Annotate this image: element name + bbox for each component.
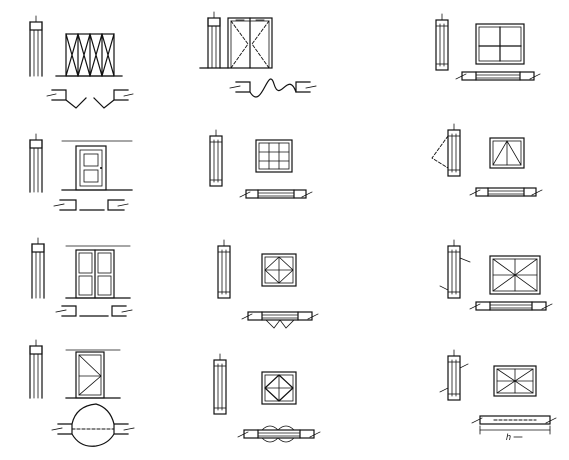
wall-section bbox=[435, 13, 449, 71]
window-elevation bbox=[255, 139, 293, 173]
symbol-double-casement-window bbox=[439, 239, 553, 311]
wall-section bbox=[439, 349, 469, 401]
door-plan bbox=[53, 199, 129, 211]
window-elevation bbox=[493, 365, 537, 397]
symbol-sliding-window bbox=[435, 13, 541, 81]
window-plan bbox=[239, 189, 313, 199]
symbol-high-window: h bbox=[439, 349, 557, 442]
door-elevation bbox=[65, 349, 121, 399]
window-elevation bbox=[261, 253, 297, 287]
symbol-casement-window bbox=[217, 239, 319, 329]
wall-section bbox=[31, 237, 45, 299]
window-elevation bbox=[261, 371, 297, 405]
symbol-revolving-door bbox=[29, 339, 135, 447]
window-plan bbox=[241, 311, 319, 329]
window-elevation bbox=[489, 255, 541, 295]
window-plan bbox=[469, 301, 553, 311]
door-plan bbox=[51, 403, 135, 447]
door-plan bbox=[229, 78, 317, 98]
wall-section bbox=[217, 239, 231, 299]
window-plan: h bbox=[471, 415, 557, 442]
window-elevation bbox=[489, 137, 525, 169]
symbol-fixed-window bbox=[209, 129, 313, 199]
wall-section bbox=[199, 11, 229, 69]
window-plan bbox=[237, 425, 321, 443]
symbol-top-hung-window bbox=[431, 123, 543, 197]
symbol-single-door bbox=[29, 133, 133, 211]
wall-section bbox=[213, 353, 227, 415]
door-elevation bbox=[55, 33, 123, 77]
wall-section bbox=[439, 239, 471, 299]
window-plan bbox=[455, 71, 541, 81]
dimension-label: h bbox=[506, 432, 511, 442]
wall-section bbox=[431, 123, 461, 177]
symbol-folding-door bbox=[29, 15, 134, 109]
wall-section bbox=[29, 339, 43, 399]
wall-section bbox=[29, 133, 43, 193]
wall-section bbox=[29, 15, 43, 77]
symbol-pivot-window bbox=[213, 353, 321, 443]
symbol-double-door bbox=[31, 237, 133, 317]
window-plan bbox=[469, 187, 543, 197]
door-plan bbox=[46, 89, 134, 109]
door-elevation bbox=[61, 140, 133, 191]
window-elevation bbox=[475, 23, 525, 65]
door-plan bbox=[55, 305, 133, 317]
symbol-double-swing-door bbox=[199, 11, 317, 98]
wall-section bbox=[209, 129, 223, 187]
door-elevation bbox=[227, 17, 273, 69]
door-elevation bbox=[65, 245, 131, 299]
